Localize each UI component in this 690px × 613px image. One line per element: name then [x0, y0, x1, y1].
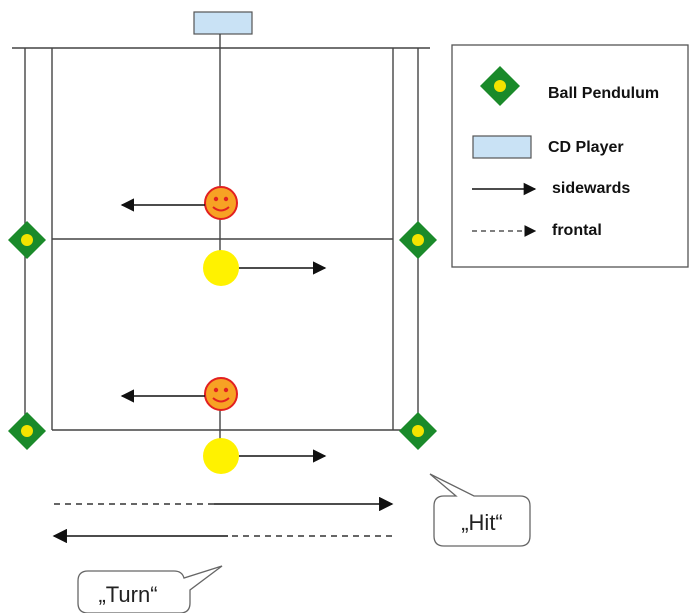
turn-bubble-text: „Turn“: [98, 582, 157, 607]
legend-label-frontal: frontal: [552, 222, 602, 239]
hit-bubble: „Hit“: [429, 473, 531, 547]
hit-bubble-text: „Hit“: [461, 510, 503, 535]
ball-lower: [203, 438, 239, 474]
ball-pendulum-left-mid: [8, 221, 46, 259]
player-smiley-lower: [204, 377, 238, 411]
ball-pendulum-left-bottom: [8, 412, 46, 450]
ball-upper: [203, 250, 239, 286]
legend-label-ball-pendulum: Ball Pendulum: [548, 85, 659, 102]
ball-pendulum-icon: [480, 66, 520, 106]
legend: Ball Pendulum CD Player sidewards fronta…: [451, 44, 689, 268]
turn-bubble: „Turn“: [77, 565, 223, 613]
legend-label-sidewards: sidewards: [552, 180, 630, 197]
player-smiley-upper: [204, 186, 238, 220]
cd-player-top: [193, 11, 253, 35]
legend-label-cd-player: CD Player: [548, 139, 624, 156]
ball-pendulum-right-bottom: [399, 412, 437, 450]
cd-player-icon: [472, 135, 532, 159]
ball-pendulum-right-mid: [399, 221, 437, 259]
